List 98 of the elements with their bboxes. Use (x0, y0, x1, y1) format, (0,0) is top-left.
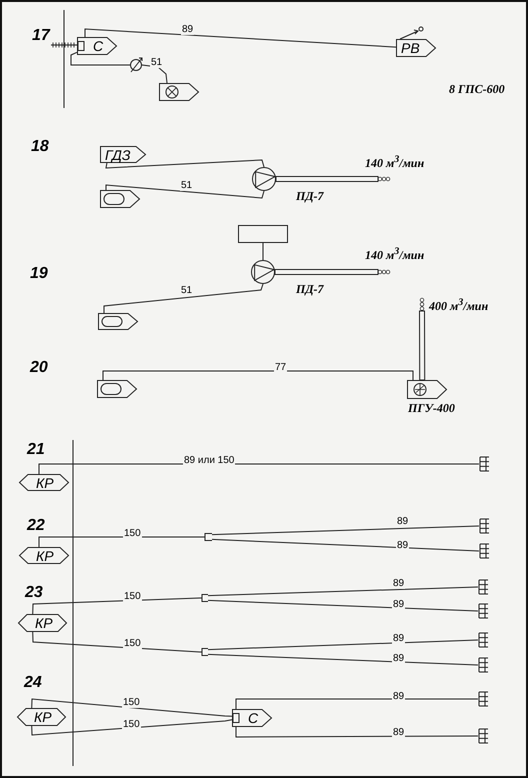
symbol-caption: ПД-7 (296, 190, 324, 204)
foam-generator-symbol (378, 269, 390, 275)
hose-line (212, 526, 480, 536)
fire-truck-symbol (396, 39, 436, 57)
hose-line (32, 598, 200, 614)
pump-symbol (251, 260, 275, 284)
rectangle-symbol (238, 225, 288, 243)
foam-truck-symbol (407, 380, 447, 399)
tank-truck-symbol (97, 380, 137, 398)
branching-symbol (200, 594, 208, 602)
hose-line (212, 538, 480, 552)
scheme-number: 22 (27, 518, 45, 534)
branching-symbol (203, 533, 212, 541)
symbol-label: РВ (401, 41, 420, 55)
symbol-label: ГДЗ (105, 148, 130, 162)
pump-symbol (252, 167, 276, 191)
edge-label: 51 (180, 285, 194, 296)
hose-line (208, 600, 478, 612)
hose-line (38, 536, 204, 548)
hose-line (419, 310, 426, 380)
scheme-number: 24 (24, 675, 42, 691)
edge-label: 89 (396, 540, 410, 551)
symbol-caption: 400 м$^{3}$/мин (429, 297, 488, 314)
scheme-number: 18 (31, 139, 49, 155)
hose-line (32, 632, 200, 652)
edge-label: 89 (392, 578, 406, 589)
symbol-label: КР (36, 549, 54, 563)
edge-label: 89 или 150 (183, 455, 236, 466)
nozzle-symbol (478, 603, 488, 619)
edge-label: 150 (123, 591, 142, 602)
scheme-number: 21 (27, 442, 45, 458)
nozzle-symbol (479, 456, 489, 472)
foam-generator-symbol (378, 176, 390, 182)
note-text: 8 ГПС-600 (449, 82, 505, 97)
hose-line (274, 269, 378, 275)
edge-label: 89 (396, 516, 410, 527)
edge-label: 150 (122, 697, 141, 708)
symbol-label: С (248, 711, 258, 725)
nozzle-symbol (479, 543, 489, 559)
nozzle-symbol (478, 632, 488, 648)
edge-label: 89 (392, 633, 406, 644)
nozzle-symbol (478, 728, 488, 744)
hydrant-column-symbol (19, 474, 69, 491)
hose-line (236, 698, 478, 710)
symbol-caption: ПГУ-400 (408, 402, 455, 416)
scheme-number: 23 (25, 585, 43, 601)
hydrant-column-symbol (17, 708, 66, 726)
hydrant-column-symbol (18, 614, 67, 632)
hose-line (208, 640, 478, 650)
fire-truck-symbol (100, 146, 146, 163)
tank-truck-symbol (98, 313, 138, 330)
nozzle-symbol (479, 518, 489, 534)
foam-generator-symbol (419, 298, 425, 311)
hose-line (102, 370, 414, 380)
symbol-label: КР (36, 476, 54, 490)
pump-truck-symbol (77, 37, 117, 55)
hose-line (262, 242, 264, 260)
hose-line (31, 698, 232, 717)
edge-label: 89 (392, 691, 406, 702)
edge-label: 150 (123, 638, 142, 649)
hose-line (105, 159, 264, 169)
branching-symbol (200, 648, 208, 656)
symbol-label: С (93, 39, 104, 53)
scheme-number: 17 (32, 28, 50, 44)
edge-label: 89 (392, 727, 406, 738)
hose-line (142, 64, 168, 84)
edge-label: 51 (180, 180, 194, 191)
tank-truck-symbol (100, 190, 140, 208)
edge-label: 150 (122, 719, 141, 730)
pump-truck-symbol (232, 709, 272, 727)
hydrant-column-symbol (19, 547, 69, 564)
scheme-number: 20 (30, 360, 48, 376)
symbol-label: КР (34, 710, 52, 724)
nozzle-symbol (478, 657, 488, 673)
edge-label: 89 (392, 653, 406, 664)
hose-line (70, 52, 130, 66)
hose-line (106, 184, 264, 199)
edge-label: 77 (274, 362, 288, 373)
hose-line (236, 726, 478, 738)
edge-label: 89 (392, 599, 406, 610)
symbol-label: КР (35, 616, 53, 630)
hose-line (84, 28, 396, 48)
scheme-number: 19 (30, 266, 48, 282)
nozzle-symbol (478, 691, 488, 707)
hose-line (104, 284, 264, 314)
edge-label: 89 (181, 24, 194, 35)
lighting-truck-symbol (159, 83, 199, 101)
hose-line (208, 586, 478, 596)
symbol-caption: 140 м$^{3}$/мин (365, 154, 424, 170)
hose-line (208, 654, 478, 666)
hose-line (31, 719, 232, 736)
symbol-caption: ПД-7 (296, 283, 324, 296)
edge-label: 51 (150, 57, 164, 68)
edge-label: 150 (123, 528, 142, 539)
nozzle-symbol (478, 579, 488, 595)
hose-line (276, 176, 378, 182)
gauge-symbol (130, 59, 142, 71)
symbol-caption: 140 м$^{3}$/мин (365, 246, 424, 262)
